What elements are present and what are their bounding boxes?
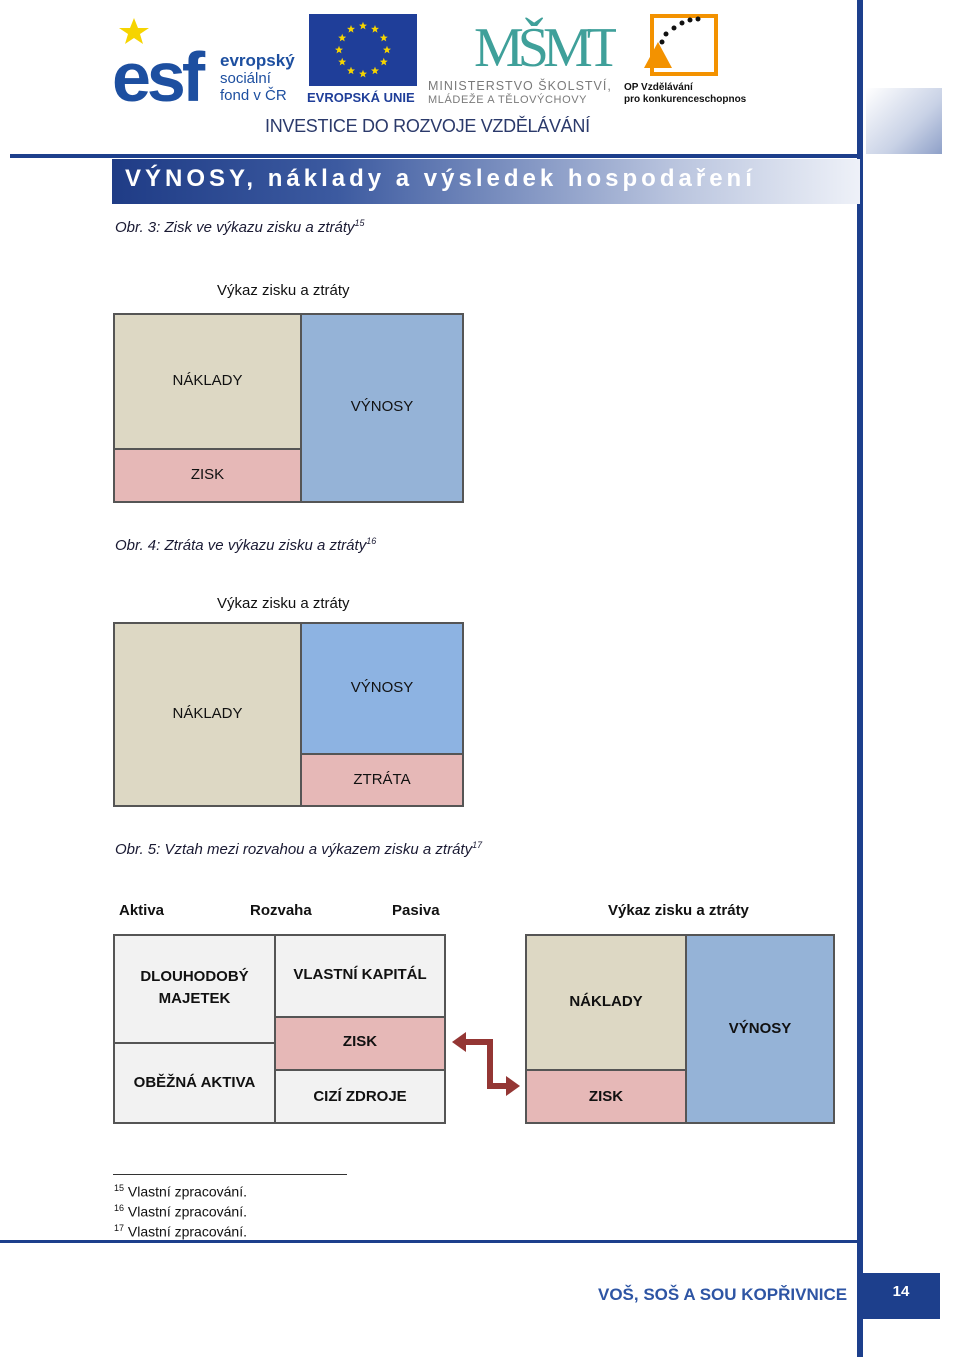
fig5-aktiva-heading: Aktiva	[119, 902, 165, 919]
op-vzdelavani-logo: OP Vzdělávání pro konkurenceschopnost	[624, 14, 746, 105]
svg-text:MLÁDEŽE A TĚLOVÝCHOVY: MLÁDEŽE A TĚLOVÝCHOVY	[428, 93, 587, 106]
fig4-title: Výkaz zisku a ztráty	[217, 595, 350, 612]
fig5-vlastni-box	[274, 934, 446, 1018]
fig5-zisk-left-label: ZISK	[342, 1033, 378, 1050]
fig4-naklady-box	[113, 622, 302, 807]
fig3-caption: Obr. 3: Zisk ve výkazu zisku a ztráty15	[115, 218, 365, 236]
eu-flag-logo: EVROPSKÁ UNIE	[307, 14, 417, 104]
svg-text:MŠMT: MŠMT	[474, 16, 616, 79]
right-vertical-rule	[857, 0, 863, 1357]
section-title: VÝNOSY, náklady a výsledek hospodaření	[125, 165, 756, 192]
fig5-cizi-label: CIZÍ ZDROJE	[313, 1088, 407, 1105]
fig5-dlouhodoby-label-1: DLOUHODOBÝ	[140, 968, 249, 985]
double-arrow-icon	[452, 1032, 520, 1096]
fig4-ztrata-label: ZTRÁTA	[353, 771, 411, 788]
svg-text:MINISTERSTVO ŠKOLSTVÍ,: MINISTERSTVO ŠKOLSTVÍ,	[428, 78, 612, 93]
fig3-zisk-box	[113, 448, 302, 503]
footnote-15: 15 Vlastní zpracování.	[114, 1183, 247, 1200]
svg-text:fond v ČR: fond v ČR	[220, 87, 287, 104]
eu-star-icon	[379, 33, 388, 42]
eu-star-icon	[383, 45, 391, 54]
fig5-dlouhodoby-label-2: MAJETEK	[158, 990, 231, 1007]
header-rule	[10, 154, 860, 158]
eu-star-icon	[347, 66, 355, 75]
fig5-rozvaha-heading: Rozvaha	[250, 902, 312, 919]
eu-star-icon	[338, 57, 347, 66]
fig5-obezna-label: OBĚŽNÁ AKTIVA	[133, 1074, 256, 1091]
fig4-vynosy-box	[300, 622, 464, 755]
footnote-rule	[113, 1174, 347, 1175]
fig5-cizi-box	[274, 1069, 446, 1124]
page-number: 14	[862, 1273, 940, 1319]
svg-text:sociální: sociální	[220, 70, 272, 87]
eu-star-icon	[379, 57, 388, 66]
svg-text:OP Vzdělávání: OP Vzdělávání	[624, 82, 694, 93]
eu-star-icon	[371, 25, 379, 33]
investice-slogan: INVESTICE DO ROZVOJE VZDĚLÁVÁNÍ	[265, 116, 590, 136]
msmt-logo: MŠMT MINISTERSTVO ŠKOLSTVÍ, MLÁDEŽE A TĚ…	[428, 16, 616, 106]
fig5-naklady-box	[525, 934, 687, 1071]
fig5-dlouhodoby-box	[113, 934, 276, 1044]
fig3-naklady-label: NÁKLADY	[172, 372, 243, 389]
fig5-zisk-right-label: ZISK	[588, 1088, 624, 1105]
fig5-naklady-label: NÁKLADY	[569, 993, 643, 1010]
fig5-vlastni-label: VLASTNÍ KAPITÁL	[293, 966, 427, 983]
svg-text:pro konkurenceschopnost: pro konkurenceschopnost	[624, 94, 746, 105]
eu-star-icon	[359, 69, 367, 78]
fig3-vynosy-box	[300, 313, 464, 503]
svg-text:esf: esf	[112, 38, 206, 104]
footer-rule	[0, 1240, 860, 1243]
fig5-caption: Obr. 5: Vztah mezi rozvahou a výkazem zi…	[115, 840, 483, 858]
school-name: VOŠ, SOŠ A SOU KOPŘIVNICE	[598, 1285, 848, 1304]
corner-decoration	[866, 88, 942, 154]
fig4-naklady-label: NÁKLADY	[172, 705, 243, 722]
footnote-17: 17 Vlastní zpracování.	[114, 1223, 247, 1240]
footnote-16: 16 Vlastní zpracování.	[114, 1203, 247, 1220]
section-banner	[112, 159, 860, 204]
fig4-caption: Obr. 4: Ztráta ve výkazu zisku a ztráty1…	[115, 536, 377, 554]
eu-star-icon	[371, 66, 379, 75]
fig5-pasiva-heading: Pasiva	[392, 902, 440, 919]
esf-logo: esf evropský sociální fond v ČR	[112, 14, 295, 104]
fig5-obezna-box	[113, 1042, 276, 1124]
fig5-vzz-heading: Výkaz zisku a ztráty	[608, 902, 749, 919]
fig3-title: Výkaz zisku a ztráty	[217, 282, 350, 299]
star-icon	[119, 18, 149, 44]
eu-star-icon	[335, 45, 343, 54]
eu-star-icon	[359, 21, 367, 30]
fig3-vynosy-label: VÝNOSY	[350, 398, 414, 415]
eu-star-icon	[338, 33, 347, 42]
svg-text:evropský: evropský	[220, 51, 295, 70]
fig5-vynosy-box	[685, 934, 835, 1124]
fig4-vynosy-label: VÝNOSY	[350, 679, 414, 696]
fig5-vynosy-label: VÝNOSY	[728, 1020, 792, 1037]
eu-star-icon	[347, 25, 355, 33]
fig4-ztrata-box	[300, 753, 464, 807]
svg-text:EVROPSKÁ UNIE: EVROPSKÁ UNIE	[307, 90, 415, 104]
fig3-zisk-label: ZISK	[190, 466, 225, 483]
